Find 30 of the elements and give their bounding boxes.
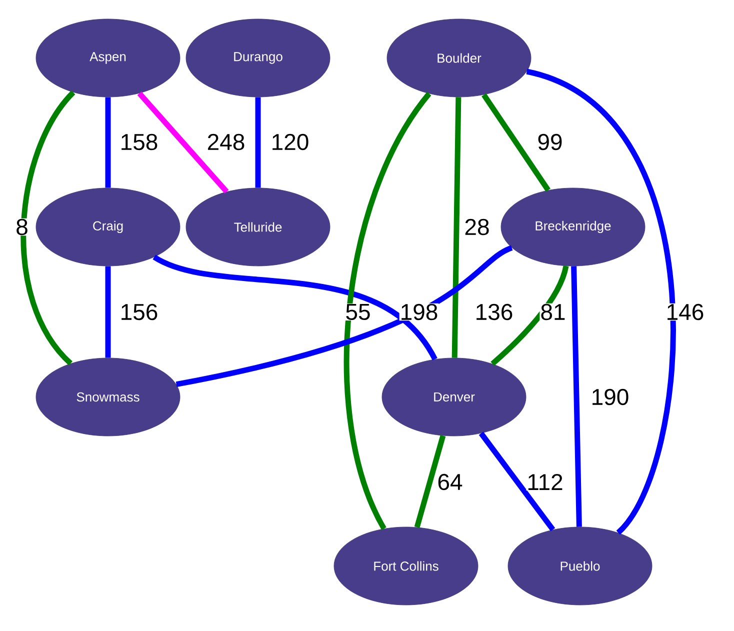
route-line	[176, 245, 513, 388]
edge-label: 112	[526, 473, 564, 491]
edge-label: 146	[665, 303, 705, 321]
route-line	[478, 432, 556, 532]
route-line	[490, 265, 569, 366]
route-line	[571, 266, 582, 527]
edge-label: 55	[344, 303, 372, 321]
route-line	[344, 92, 432, 530]
edge-label: 120	[270, 133, 310, 151]
edge-label: 158	[119, 133, 159, 151]
edge-label: 81	[540, 303, 566, 321]
route-line	[452, 97, 462, 358]
edge-label: 8	[15, 218, 29, 236]
edge-label: 156	[119, 303, 159, 321]
route-line	[153, 254, 438, 361]
route-line	[105, 97, 111, 188]
route-line	[137, 91, 229, 194]
edge-label: 190	[590, 388, 630, 406]
route-line	[255, 97, 261, 188]
edge-label: 198	[399, 303, 439, 321]
edge-label: 28	[464, 218, 490, 236]
edge-label: 64	[436, 473, 464, 491]
edge-label: 248	[206, 133, 246, 151]
edge-label: 99	[536, 133, 564, 151]
route-line	[526, 68, 676, 534]
route-line	[482, 93, 550, 192]
route-line	[20, 90, 76, 366]
route-line	[414, 434, 446, 528]
edge-label: 136	[474, 303, 514, 321]
route-line	[105, 266, 111, 358]
